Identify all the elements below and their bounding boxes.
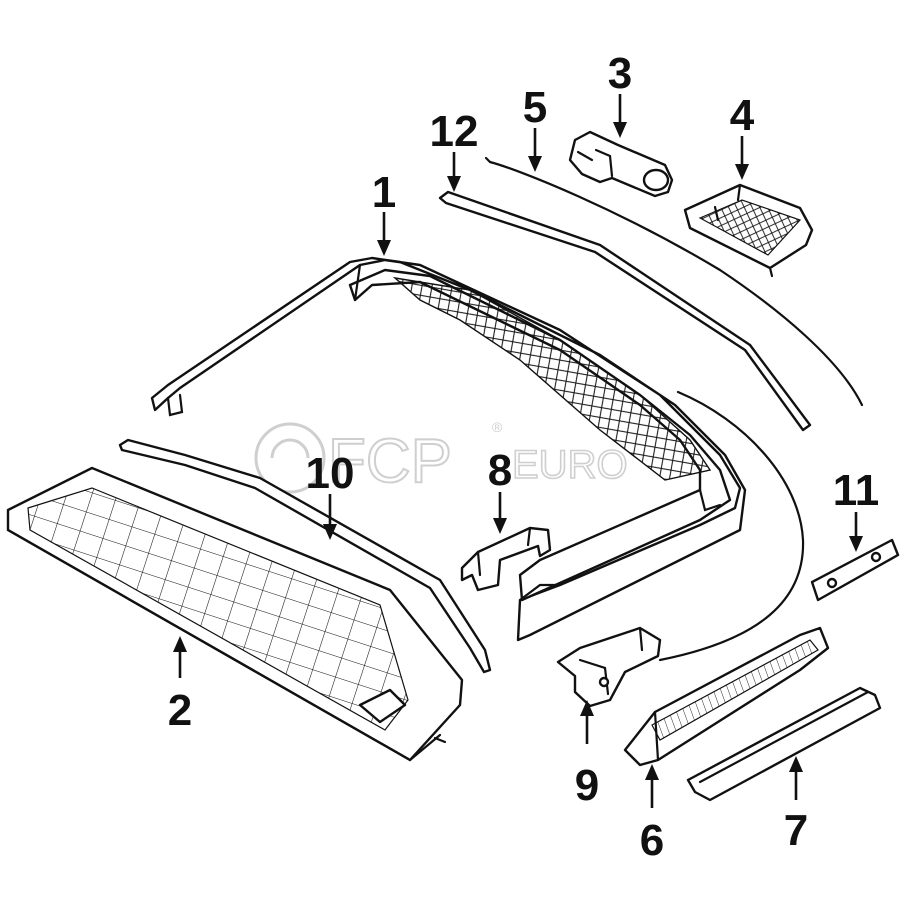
callout-7: 7 xyxy=(784,756,808,855)
callout-8: 8 xyxy=(488,446,512,534)
callout-12: 12 xyxy=(430,107,479,192)
part-3-latch xyxy=(568,130,674,198)
callout-label-9: 9 xyxy=(575,761,599,810)
callout-label-10: 10 xyxy=(306,449,355,498)
fcp-euro-watermark: FCP EURO ® xyxy=(254,419,628,497)
part-arc-cable xyxy=(658,390,805,662)
part-10-seal-strip xyxy=(118,438,492,674)
watermark-registered: ® xyxy=(492,419,503,435)
callout-5: 5 xyxy=(523,83,547,172)
callout-2: 2 xyxy=(168,636,192,735)
callout-label-6: 6 xyxy=(640,816,664,865)
callout-label-5: 5 xyxy=(523,83,547,132)
part-9-hinge xyxy=(556,626,662,708)
callout-label-12: 12 xyxy=(430,107,479,156)
part-5-curved-seal xyxy=(484,156,864,407)
part-6-rail xyxy=(623,626,830,767)
callout-6: 6 xyxy=(640,764,664,865)
callout-9: 9 xyxy=(575,700,599,810)
part-2-cover-panel xyxy=(6,466,464,762)
callout-3: 3 xyxy=(608,49,632,138)
callout-label-4: 4 xyxy=(730,91,755,140)
callout-4: 4 xyxy=(730,91,755,180)
watermark-suffix: EURO xyxy=(512,443,628,487)
callout-label-7: 7 xyxy=(784,806,808,855)
callout-label-11: 11 xyxy=(833,466,880,515)
watermark-logo-icon xyxy=(254,422,326,494)
callout-11: 11 xyxy=(833,466,880,552)
callout-label-1: 1 xyxy=(372,168,396,217)
watermark-brand: FCP xyxy=(328,427,452,496)
callout-label-3: 3 xyxy=(608,49,632,98)
callout-label-2: 2 xyxy=(168,686,192,735)
part-12-long-strip xyxy=(438,190,812,432)
callout-1: 1 xyxy=(372,168,396,256)
callout-label-8: 8 xyxy=(488,446,512,495)
part-4-bracket xyxy=(683,183,814,278)
part-1-top-frame xyxy=(150,256,747,642)
part-11-plate xyxy=(810,538,900,602)
callout-10: 10 xyxy=(306,449,355,540)
part-7-trim-strip xyxy=(686,686,882,802)
part-8-bracket xyxy=(460,526,552,592)
